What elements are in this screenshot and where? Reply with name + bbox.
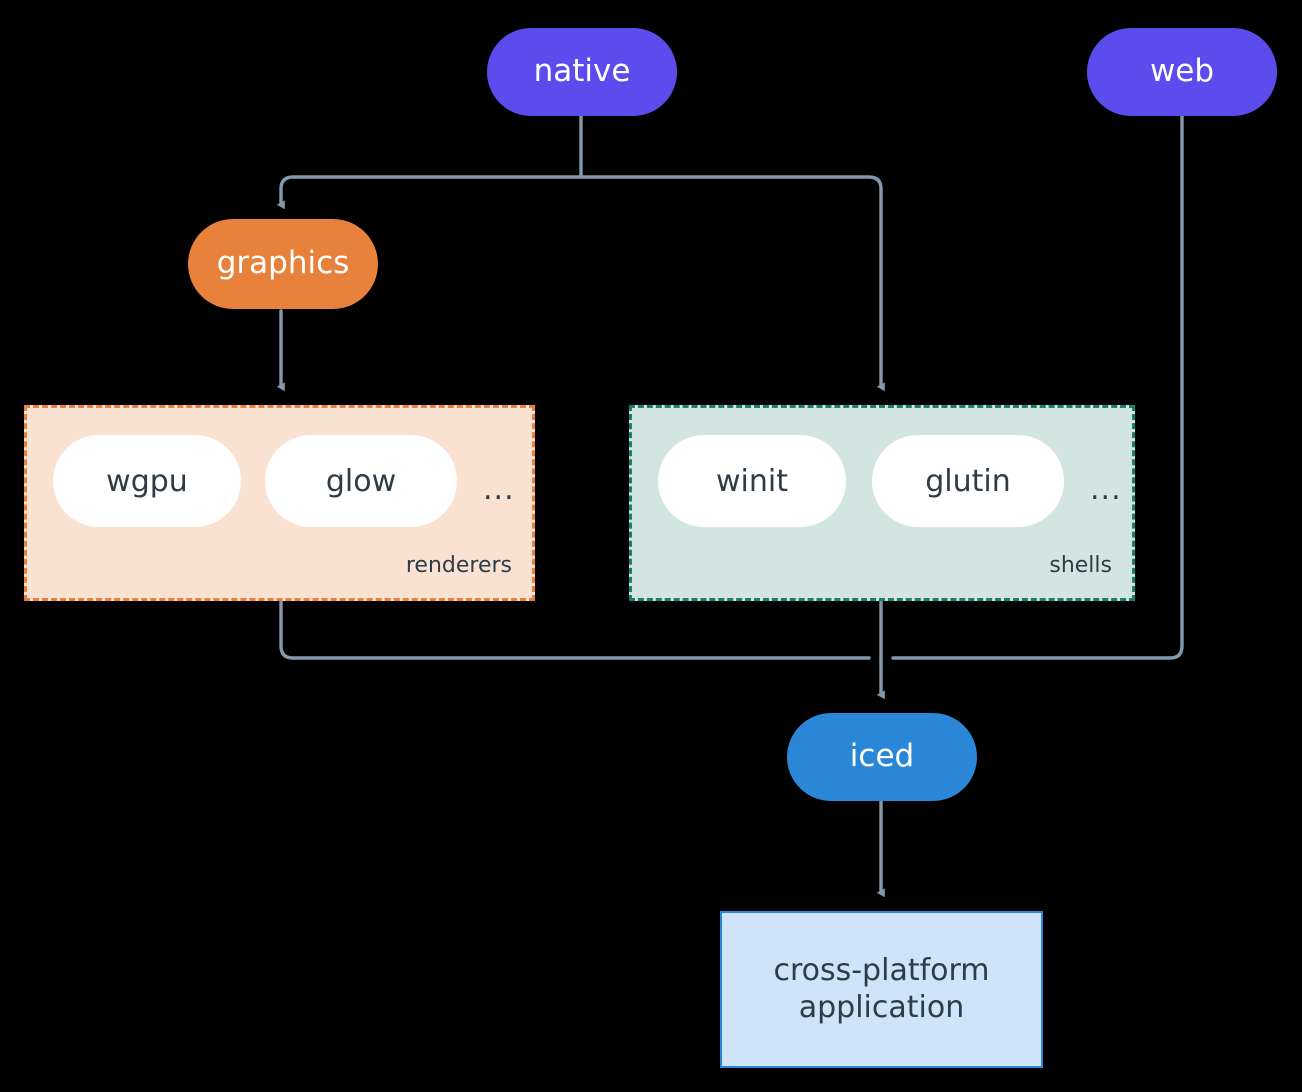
node-graphics[interactable]: graphics [188, 219, 378, 309]
node-iced[interactable]: iced [787, 713, 977, 801]
node-application-label-line2: application [798, 989, 965, 1025]
node-native-label: native [533, 53, 631, 90]
node-iced-label: iced [849, 738, 915, 775]
group-renderers: wgpu glow ... renderers [24, 405, 535, 601]
node-graphics-label: graphics [216, 245, 350, 282]
edge-native-to-shells [579, 175, 885, 392]
leaf-glow-label: glow [325, 463, 397, 499]
node-application[interactable]: cross-platform application [720, 911, 1043, 1068]
group-renderers-label: renderers [405, 553, 512, 578]
leaf-glutin-label: glutin [925, 463, 1011, 499]
leaf-winit[interactable]: winit [658, 435, 846, 527]
leaf-winit-label: winit [716, 463, 788, 499]
node-web[interactable]: web [1087, 28, 1277, 116]
shells-overflow-ellipsis: ... [1090, 472, 1122, 507]
edge-native-to-graphics [276, 175, 583, 210]
edge-renderers-to-iced [279, 599, 871, 660]
node-application-label-line1: cross-platform [773, 952, 990, 988]
group-shells-label: shells [1049, 553, 1112, 578]
node-native[interactable]: native [487, 28, 677, 116]
leaf-glow[interactable]: glow [265, 435, 457, 527]
node-web-label: web [1149, 53, 1215, 90]
renderers-overflow-ellipsis: ... [483, 472, 515, 507]
leaf-glutin[interactable]: glutin [872, 435, 1064, 527]
group-shells: winit glutin ... shells [629, 405, 1135, 601]
leaf-wgpu-label: wgpu [106, 463, 188, 499]
leaf-wgpu[interactable]: wgpu [53, 435, 241, 527]
